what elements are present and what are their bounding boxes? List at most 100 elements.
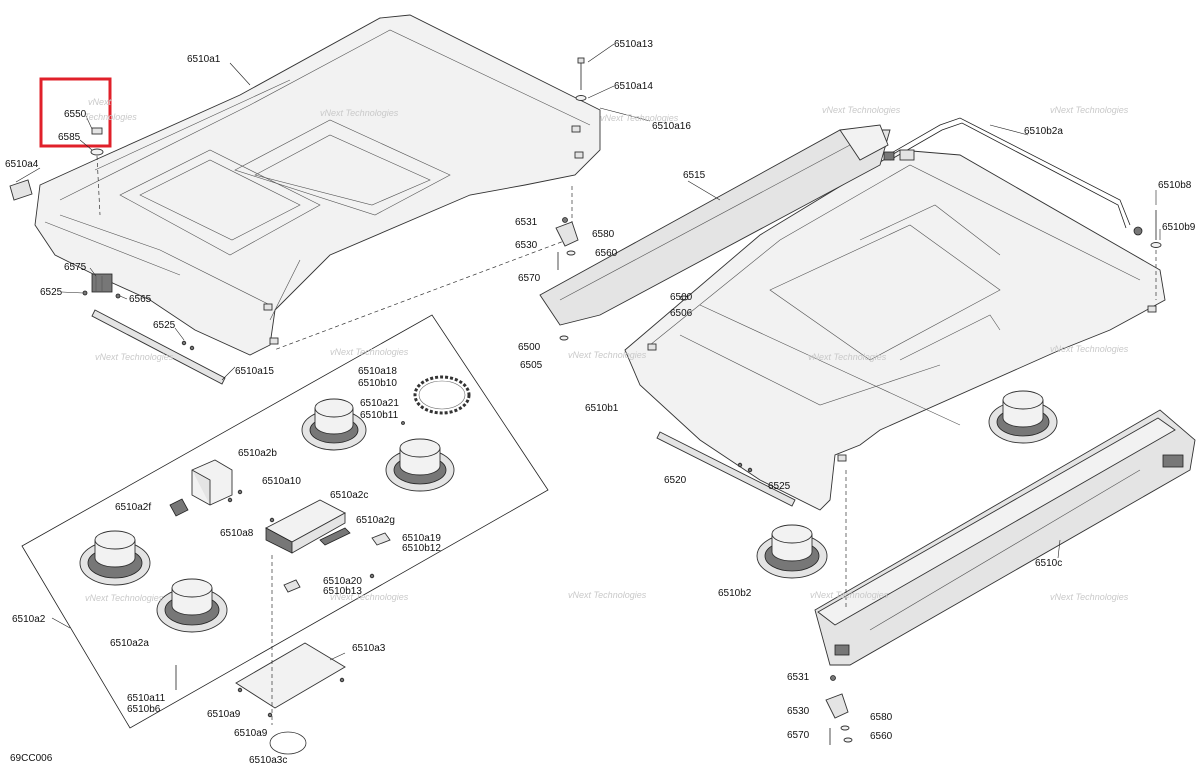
- label-6510a21: 6510a21: [360, 398, 399, 409]
- label-6510a2b: 6510a2b: [238, 448, 277, 459]
- label-6510a4: 6510a4: [5, 159, 39, 170]
- label-6575: 6575: [64, 262, 87, 273]
- svg-text:Technologies: Technologies: [84, 112, 137, 122]
- highlight-box: [39, 77, 112, 148]
- label-6510a9-lower: 6510a9: [234, 728, 268, 739]
- ring-6510b10: [413, 375, 471, 415]
- cable-6510b2a: [883, 117, 1143, 236]
- label-6510a3: 6510a3: [352, 643, 386, 654]
- label-6525-right: 6525: [768, 481, 791, 492]
- label-6510a2a: 6510a2a: [110, 638, 149, 649]
- audio-kit-frame: [21, 314, 549, 729]
- label-6500-upper: 6500: [670, 292, 693, 303]
- speaker-6510a21: [385, 438, 455, 492]
- svg-text:vNext Technologies: vNext Technologies: [330, 592, 409, 602]
- label-6525-left: 6525: [40, 287, 63, 298]
- seal-strip-right: [656, 431, 796, 507]
- label-6506: 6506: [670, 308, 693, 319]
- grommet-6510a3c: [269, 731, 307, 755]
- svg-text:vNext Technologies: vNext Technologies: [1050, 592, 1129, 602]
- svg-text:vNext Technologies: vNext Technologies: [85, 593, 164, 603]
- bolt-6510b8: [1150, 210, 1162, 248]
- roof-panel-rear: [624, 149, 1166, 511]
- speaker-6510a2-left: [79, 530, 151, 586]
- label-6580-lower: 6580: [870, 712, 893, 723]
- label-6550: 6550: [64, 109, 87, 120]
- plug-6510a2f: [169, 498, 189, 517]
- label-6510a16: 6510a16: [652, 121, 691, 132]
- label-6570-upper: 6570: [518, 273, 541, 284]
- label-6510b11: 6510b11: [360, 410, 399, 421]
- label-6510b6: 6510b6: [127, 704, 161, 715]
- label-6510a18: 6510a18: [358, 366, 397, 377]
- label-6500-lower: 6500: [518, 342, 541, 353]
- svg-text:vNext Technologies: vNext Technologies: [320, 108, 399, 118]
- label-6505: 6505: [520, 360, 543, 371]
- label-6520: 6520: [664, 475, 687, 486]
- label-6510a2g: 6510a2g: [356, 515, 395, 526]
- label-6525-strip: 6525: [153, 320, 176, 331]
- crossbar-6515: [539, 124, 891, 326]
- label-6580-upper: 6580: [592, 229, 615, 240]
- label-6531-upper: 6531: [515, 217, 538, 228]
- speaker-6510b2: [756, 524, 828, 579]
- label-6510b2a: 6510b2a: [1024, 126, 1063, 137]
- label-6515: 6515: [683, 170, 706, 181]
- label-6531-lower: 6531: [787, 672, 810, 683]
- label-6510c: 6510c: [1035, 558, 1062, 569]
- speaker-6510a18: [301, 398, 367, 451]
- label-6585: 6585: [58, 132, 81, 143]
- speaker-right-upper: [988, 390, 1058, 444]
- label-6510a9-upper: 6510a9: [207, 709, 241, 720]
- svg-text:vNext Technologies: vNext Technologies: [822, 105, 901, 115]
- label-6510a11: 6510a11: [127, 693, 166, 704]
- label-6510a15: 6510a15: [235, 366, 274, 377]
- svg-text:vNext Technologies: vNext Technologies: [1050, 344, 1129, 354]
- label-6510a10: 6510a10: [262, 476, 301, 487]
- label-6510a14: 6510a14: [614, 81, 653, 92]
- label-6510a1: 6510a1: [187, 54, 221, 65]
- hinge-6530-lower: [825, 675, 853, 745]
- rear-bar-6510c: [814, 409, 1196, 666]
- cap-6510a4: [9, 179, 33, 201]
- svg-text:vNext Technologies: vNext Technologies: [568, 350, 647, 360]
- amplifier-6510a2c: [265, 499, 351, 554]
- washers-6500-upper: [559, 295, 689, 341]
- svg-text:vNext Technologies: vNext Technologies: [810, 590, 889, 600]
- label-6510b9: 6510b9: [1162, 222, 1196, 233]
- label-6510a8: 6510a8: [220, 528, 254, 539]
- module-6510a2b: [191, 459, 243, 506]
- svg-text:vNext Technologies: vNext Technologies: [330, 347, 409, 357]
- label-6510b10: 6510b10: [358, 378, 397, 389]
- roof-panel-front: [34, 14, 601, 356]
- speaker-6510a2a: [156, 578, 228, 633]
- label-6510a19: 6510a19: [402, 533, 441, 544]
- label-6560-lower: 6560: [870, 731, 893, 742]
- label-6510b1: 6510b1: [585, 403, 619, 414]
- bracket-6510a19: [283, 532, 391, 593]
- svg-text:vNext: vNext: [88, 97, 112, 107]
- hinge-6530-upper: [555, 217, 579, 270]
- label-6510b12: 6510b12: [402, 543, 441, 554]
- panel-6510a3: [235, 642, 346, 709]
- diagram-code: 69CC006: [10, 753, 53, 764]
- svg-text:vNext Technologies: vNext Technologies: [95, 352, 174, 362]
- label-6510a3c: 6510a3c: [249, 755, 287, 766]
- label-6510b13: 6510b13: [323, 586, 362, 597]
- svg-text:vNext Technologies: vNext Technologies: [600, 113, 679, 123]
- leader-lines: [15, 43, 1161, 661]
- label-6570-lower: 6570: [787, 730, 810, 741]
- bolt-6510a13: [575, 57, 587, 101]
- fastener-6550-6585: [90, 127, 104, 216]
- label-6530-upper: 6530: [515, 240, 538, 251]
- label-6530-lower: 6530: [787, 706, 810, 717]
- watermarks: vNext Technologies vNext Technologies vN…: [84, 97, 1129, 603]
- seal-strip-left: [91, 309, 226, 385]
- label-6510a2c: 6510a2c: [330, 490, 368, 501]
- label-6565: 6565: [129, 294, 152, 305]
- label-6510a20: 6510a20: [323, 576, 362, 587]
- label-6510b2: 6510b2: [718, 588, 752, 599]
- svg-text:vNext Technologies: vNext Technologies: [568, 590, 647, 600]
- label-6510a13: 6510a13: [614, 39, 653, 50]
